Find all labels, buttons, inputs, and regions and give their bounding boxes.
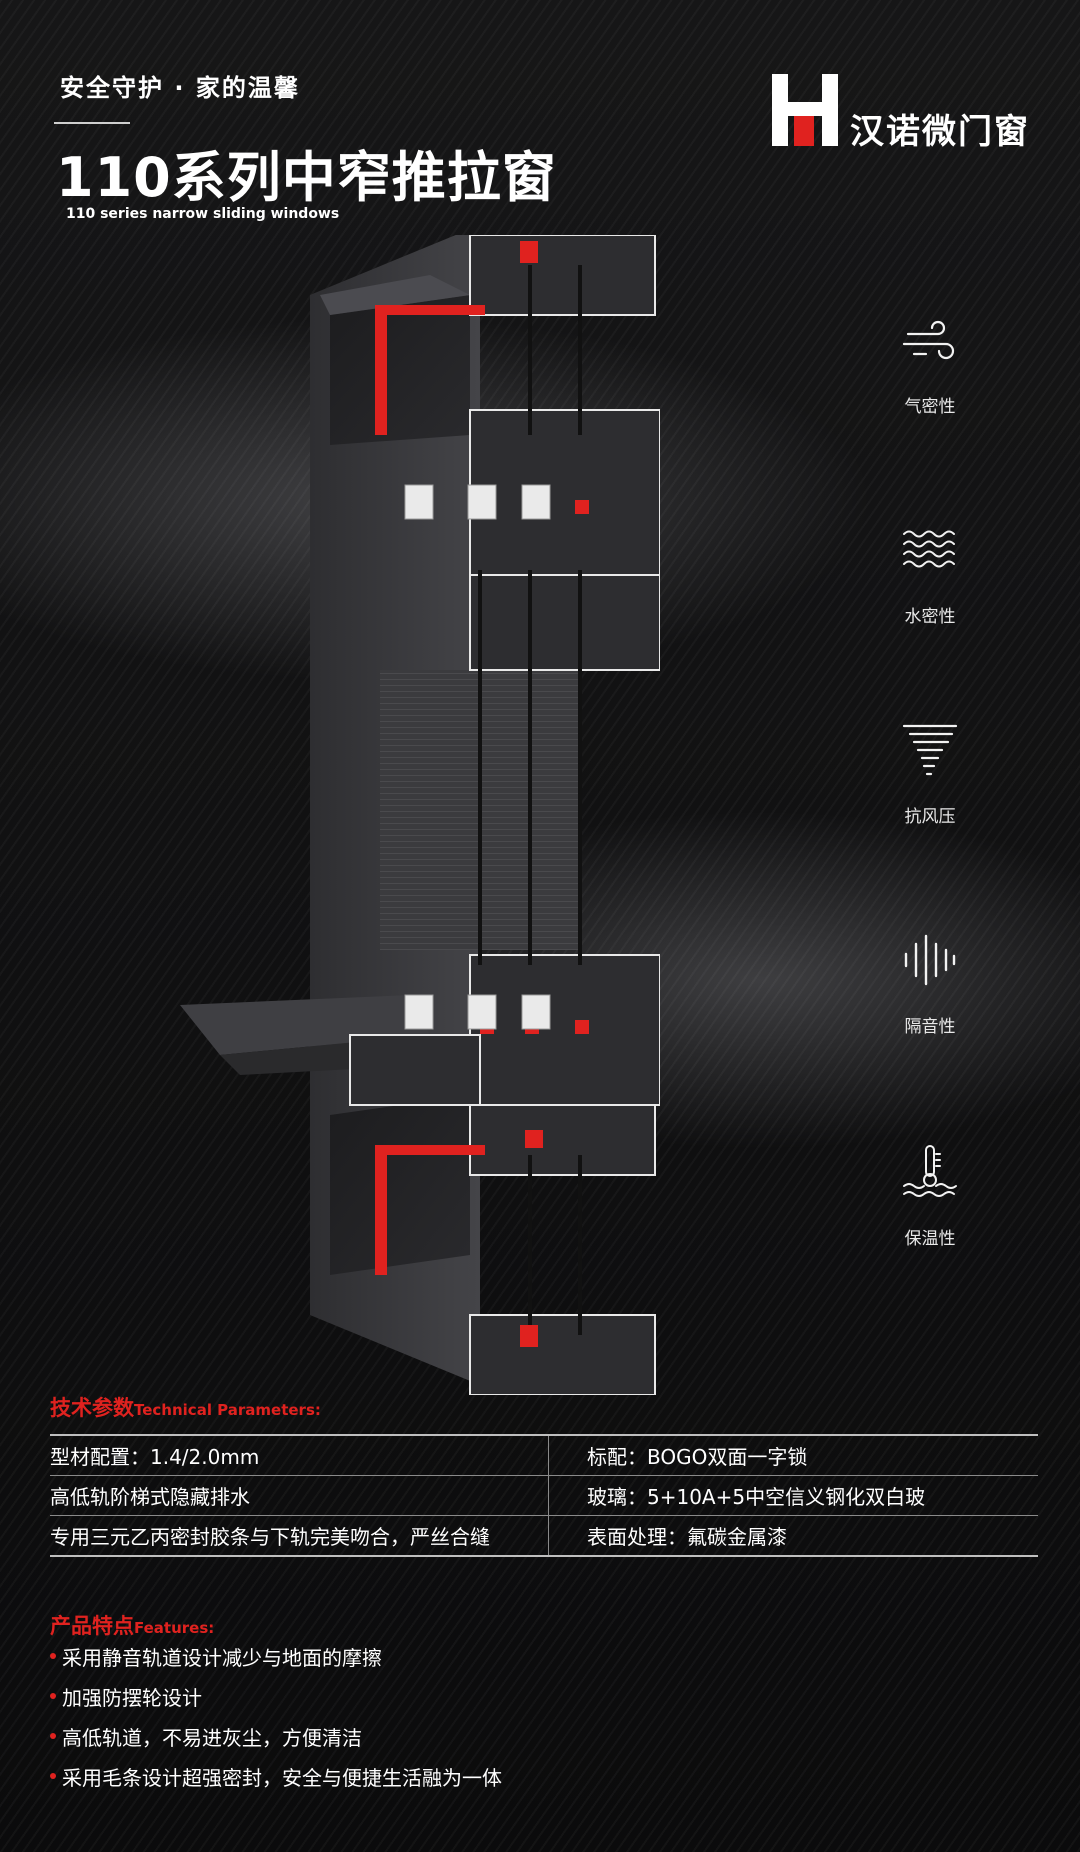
table-cell: 玻璃：5+10A+5中空信义钢化双白玻 xyxy=(587,1485,926,1509)
sound-wave-icon xyxy=(904,934,956,986)
tagline-divider xyxy=(54,122,130,124)
tornado-icon xyxy=(902,724,958,776)
table-row: 专用三元乙丙密封胶条与下轨完美吻合，严丝合缝 表面处理：氟碳金属漆 xyxy=(50,1516,1038,1557)
table-cell: 专用三元乙丙密封胶条与下轨完美吻合，严丝合缝 xyxy=(50,1516,549,1555)
features-heading-en: Features: xyxy=(134,1619,215,1637)
feature-label: 保温性 xyxy=(904,1229,956,1249)
table-cell: 表面处理：氟碳金属漆 xyxy=(587,1525,787,1549)
bullet-icon xyxy=(50,1653,56,1659)
technical-table: 型材配置：1.4/2.0mm 标配：BOGO双面一字锁 高低轨阶梯式隐藏排水 玻… xyxy=(50,1434,1038,1557)
list-item: 采用静音轨道设计减少与地面的摩擦 xyxy=(50,1636,502,1676)
features-heading-zh: 产品特点 xyxy=(50,1614,134,1638)
bullet-icon xyxy=(50,1773,56,1779)
feature-thermal-insulation: 保温性 xyxy=(870,1142,990,1249)
logo-mark-icon xyxy=(772,74,838,146)
thermometer-icon xyxy=(903,1145,957,1197)
bullet-icon xyxy=(50,1693,56,1699)
list-item-text: 采用毛条设计超强密封，安全与便捷生活融为一体 xyxy=(62,1765,502,1790)
wind-icon xyxy=(902,320,955,360)
list-item: 加强防摆轮设计 xyxy=(50,1676,502,1716)
technical-heading-en: Technical Parameters: xyxy=(134,1401,321,1419)
tagline: 安全守护 · 家的温馨 xyxy=(60,74,300,102)
table-row: 型材配置：1.4/2.0mm 标配：BOGO双面一字锁 xyxy=(50,1436,1038,1476)
feature-airtightness: 气密性 xyxy=(870,310,990,417)
brand-name: 汉诺微门窗 xyxy=(850,112,1030,152)
window-profile-illustration xyxy=(180,235,660,1395)
list-item: 采用毛条设计超强密封，安全与便捷生活融为一体 xyxy=(50,1756,502,1796)
feature-watertightness: 水密性 xyxy=(870,520,990,627)
table-cell: 标配：BOGO双面一字锁 xyxy=(587,1445,808,1469)
table-cell: 型材配置：1.4/2.0mm xyxy=(50,1436,549,1475)
feature-label: 水密性 xyxy=(904,607,956,627)
technical-heading: 技术参数Technical Parameters: xyxy=(50,1392,321,1422)
features-heading: 产品特点Features: xyxy=(50,1610,214,1640)
feature-label: 气密性 xyxy=(904,397,956,417)
list-item-text: 采用静音轨道设计减少与地面的摩擦 xyxy=(62,1645,382,1670)
table-row: 高低轨阶梯式隐藏排水 玻璃：5+10A+5中空信义钢化双白玻 xyxy=(50,1476,1038,1516)
brand-logo: 汉诺微门窗 xyxy=(770,72,1040,152)
technical-heading-zh: 技术参数 xyxy=(50,1396,134,1420)
feature-wind-pressure: 抗风压 xyxy=(870,720,990,827)
list-item: 高低轨道，不易进灰尘，方便清洁 xyxy=(50,1716,502,1756)
water-wave-icon xyxy=(903,530,955,568)
page-title: 110系列中窄推拉窗 xyxy=(56,146,557,209)
list-item-text: 加强防摆轮设计 xyxy=(62,1685,202,1710)
table-top-rule xyxy=(50,1434,1038,1436)
feature-label: 抗风压 xyxy=(904,807,956,827)
page-subtitle: 110 series narrow sliding windows xyxy=(66,206,340,222)
table-cell: 高低轨阶梯式隐藏排水 xyxy=(50,1476,549,1515)
features-list: 采用静音轨道设计减少与地面的摩擦 加强防摆轮设计 高低轨道，不易进灰尘，方便清洁… xyxy=(50,1636,502,1796)
list-item-text: 高低轨道，不易进灰尘，方便清洁 xyxy=(62,1725,362,1750)
bullet-icon xyxy=(50,1733,56,1739)
feature-sound-insulation: 隔音性 xyxy=(870,930,990,1037)
feature-label: 隔音性 xyxy=(904,1017,956,1037)
